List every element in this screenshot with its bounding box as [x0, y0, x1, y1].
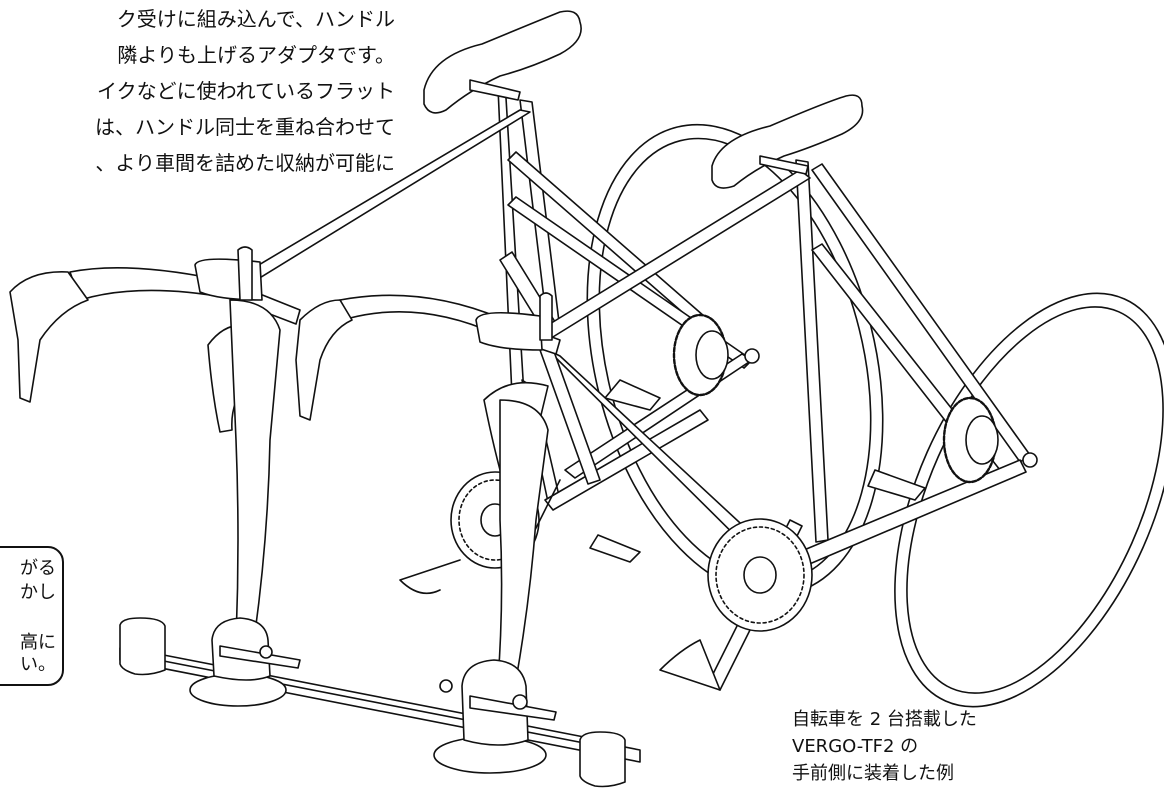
intro-line: イクなどに使われているフラット — [97, 79, 395, 103]
rear-saddle — [424, 11, 581, 113]
caption-line: VERGO-TF2 の — [792, 736, 919, 757]
rear-handlebar — [10, 247, 300, 640]
intro-line: ク受けに組み込んで、ハンドル — [116, 7, 395, 31]
caption-line: 手前側に装着した例 — [792, 763, 954, 784]
front-handlebar — [296, 293, 560, 680]
intro-text: ク受けに組み込んで、ハンドル 隣よりも上げるアダプタです。 イクなどに使われてい… — [0, 4, 395, 194]
intro-line: は、ハンドル同士を重ね合わせて — [95, 115, 395, 139]
adapter-mount-left — [190, 618, 300, 706]
callout-line: がる — [20, 558, 56, 579]
callout-line: い。 — [20, 654, 56, 675]
front-bike-wheels — [838, 251, 1164, 749]
figure-caption: 自転車を 2 台搭載した VERGO-TF2 の 手前側に装着した例 — [792, 706, 977, 787]
rack-base — [120, 618, 640, 787]
front-saddle — [712, 95, 863, 188]
adapter-mount-right — [434, 660, 556, 773]
caption-line: 自転車を 2 台搭載した — [792, 709, 977, 730]
intro-line: 隣よりも上げるアダプタです。 — [117, 43, 395, 67]
intro-line: 、より車間を詰めた収納が可能に — [95, 151, 395, 175]
front-drivetrain — [590, 398, 1037, 690]
callout-line: 高に — [20, 632, 56, 653]
callout-box: がる かし 高に い。 — [0, 546, 64, 686]
callout-line: かし — [20, 582, 56, 603]
